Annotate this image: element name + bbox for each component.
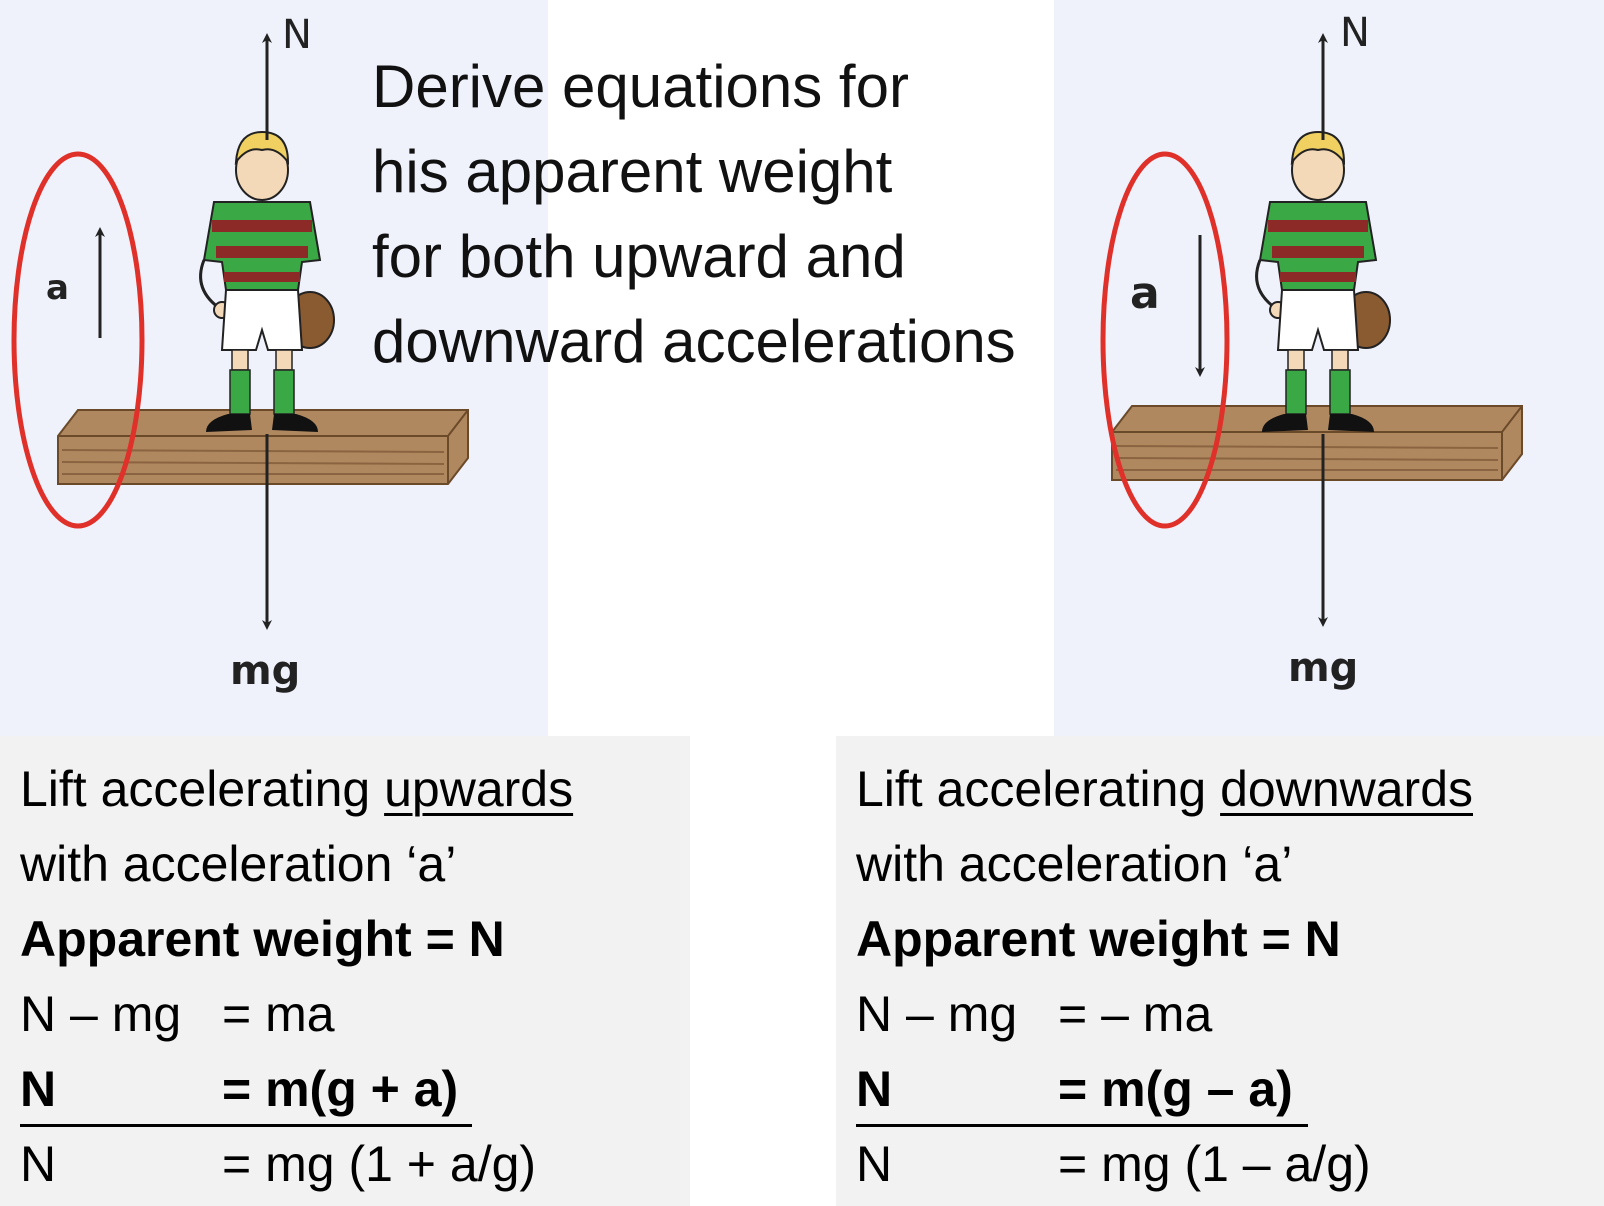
downward-apparent-weight-line: Apparent weight = N [856, 911, 1341, 967]
downward-eq1-lhs: N – mg [856, 986, 1018, 1042]
upward-heading-line: Lift accelerating upwards [20, 752, 690, 827]
downward-equation-1: N – mg = – ma [856, 977, 1604, 1052]
left-person [199, 130, 336, 434]
right-person [1255, 130, 1392, 434]
left-acceleration-label: a [46, 268, 69, 308]
left-normal-force-label: N [282, 12, 312, 58]
downward-eq3-lhs: N [856, 1136, 893, 1192]
downward-heading-line: Lift accelerating downwards [856, 752, 1604, 827]
upward-eq2-rhs: = m(g + a) [222, 1061, 459, 1117]
left-diagram-panel [0, 0, 548, 736]
downward-heading-prefix: Lift accelerating [856, 761, 1221, 817]
upward-eq1-rhs: = ma [222, 986, 335, 1042]
right-acceleration-label: a [1130, 268, 1160, 319]
right-plank [1111, 405, 1523, 481]
upward-heading-prefix: Lift accelerating [20, 761, 385, 817]
upward-direction-word: upwards [384, 761, 574, 817]
upward-equation-3: N = mg (1 + a/g) [20, 1127, 690, 1202]
question-line: his apparent weight [372, 138, 893, 205]
upward-eq2-lhs: N [20, 1061, 57, 1117]
right-highlight-ellipse [1100, 151, 1230, 529]
upward-eq1-lhs: N – mg [20, 986, 182, 1042]
diagram-canvas [11, 33, 1523, 630]
upward-equation-2: N = m(g + a) [20, 1052, 690, 1127]
upward-equation-1: N – mg = ma [20, 977, 690, 1052]
downward-eq1-rhs: = – ma [1058, 986, 1213, 1042]
downward-eq3-rhs: = mg (1 – a/g) [1058, 1136, 1371, 1192]
downward-equation-2: N = m(g – a) [856, 1052, 1604, 1127]
upward-eq3-rhs: = mg (1 + a/g) [222, 1136, 537, 1192]
downward-eq2-underline: N = m(g – a) [856, 1052, 1308, 1127]
upward-eq2-underline: N = m(g + a) [20, 1052, 472, 1127]
upward-acceleration-line: with acceleration ‘a’ [20, 836, 457, 892]
downward-derivation-box: Lift accelerating downwards with acceler… [836, 736, 1604, 1206]
upward-apparent-weight-line: Apparent weight = N [20, 911, 505, 967]
right-normal-force-label: N [1340, 10, 1370, 56]
downward-eq2-rhs: = m(g – a) [1058, 1061, 1293, 1117]
downward-equation-3: N = mg (1 – a/g) [856, 1127, 1604, 1202]
question-line: for both upward and [372, 223, 906, 290]
downward-eq2-lhs: N [856, 1061, 893, 1117]
downward-direction-word: downwards [1220, 761, 1473, 817]
right-diagram-panel [1054, 0, 1604, 736]
left-weight-label: mg [230, 648, 301, 694]
upward-derivation-box: Lift accelerating upwards with accelerat… [0, 736, 690, 1206]
upward-eq3-lhs: N [20, 1136, 57, 1192]
question-text: Derive equations for his apparent weight… [372, 44, 1092, 384]
question-line: downward accelerations [372, 308, 1016, 375]
left-plank [57, 409, 469, 485]
left-highlight-ellipse [11, 151, 145, 529]
question-line: Derive equations for [372, 53, 909, 120]
downward-acceleration-line: with acceleration ‘a’ [856, 836, 1293, 892]
right-weight-label: mg [1288, 645, 1359, 691]
